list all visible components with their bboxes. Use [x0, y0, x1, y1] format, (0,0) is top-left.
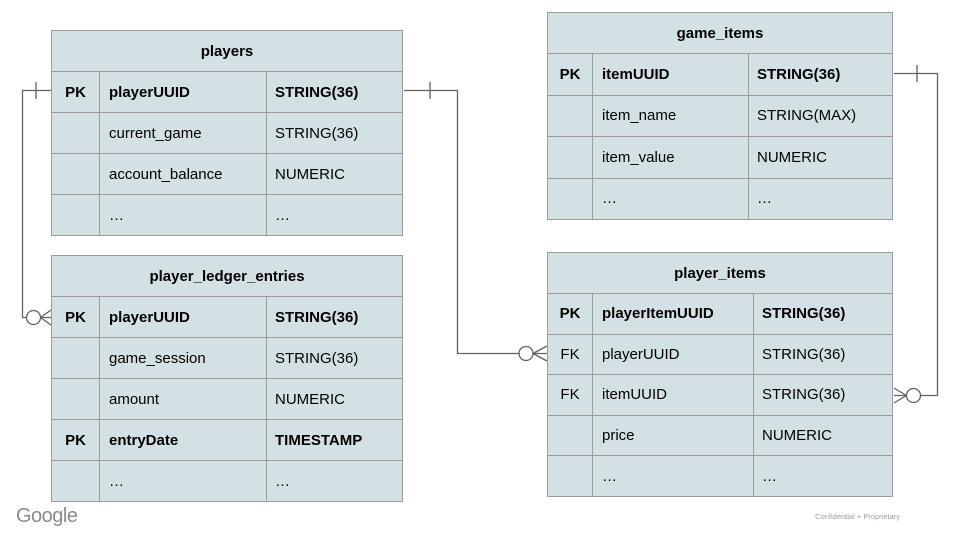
crow-foot-icon: [40, 309, 52, 326]
table-row: FK itemUUID STRING(36): [548, 375, 892, 416]
table-row: … …: [548, 456, 892, 496]
key-cell: PK: [548, 54, 593, 95]
column-name-cell: itemUUID: [593, 54, 749, 95]
relationship-players-items: [404, 82, 548, 362]
column-name-cell: playerItemUUID: [593, 294, 754, 334]
crow-foot-icon: [532, 345, 548, 362]
table-row: PK entryDate TIMESTAMP: [52, 420, 402, 461]
table-row: PK itemUUID STRING(36): [548, 54, 892, 96]
key-cell: FK: [548, 375, 593, 415]
relationship-line: [21, 89, 51, 319]
column-type-cell: STRING(MAX): [757, 107, 857, 125]
table-game-items: game_items PK itemUUID STRING(36) item_n…: [547, 12, 893, 220]
column-name-cell: price: [593, 415, 754, 456]
key-cell: [548, 456, 593, 496]
column-name-cell: game_session: [100, 338, 267, 378]
key-cell: [548, 178, 593, 219]
column-type-cell: …: [762, 467, 777, 485]
cardinality-zero-circle: [25, 309, 42, 326]
key-cell: [52, 154, 100, 194]
table-row: … …: [548, 178, 892, 219]
table-row: FK playerUUID STRING(36): [548, 334, 892, 376]
cardinality-zero-circle: [905, 387, 922, 404]
column-name-cell: …: [100, 461, 267, 501]
column-type-cell: …: [757, 190, 772, 208]
column-name-cell: itemUUID: [593, 375, 754, 415]
table-title: game_items: [548, 13, 892, 54]
key-cell: [548, 415, 593, 456]
relationship-gameitems-items: [893, 65, 939, 404]
column-type-cell: TIMESTAMP: [275, 431, 363, 449]
column-type-cell: STRING(36): [757, 65, 841, 83]
column-type-cell: STRING(36): [762, 305, 846, 323]
column-type-cell: NUMERIC: [275, 165, 345, 183]
column-name-cell: playerUUID: [100, 297, 267, 337]
relationship-players-ledger: [21, 82, 52, 326]
column-name-cell: …: [593, 178, 749, 219]
table-row: current_game STRING(36): [52, 113, 402, 154]
table-row: item_value NUMERIC: [548, 137, 892, 179]
column-name-cell: amount: [100, 379, 267, 419]
table-row: amount NUMERIC: [52, 379, 402, 420]
table-player-items: player_items PK playerItemUUID STRING(36…: [547, 252, 893, 497]
column-type-cell: STRING(36): [275, 308, 359, 326]
column-type-cell: STRING(36): [275, 349, 359, 367]
table-row: … …: [52, 195, 402, 235]
column-type-cell: STRING(36): [275, 83, 359, 101]
confidential-label: Confidential + Proprietary: [815, 512, 900, 521]
key-cell: PK: [52, 420, 100, 460]
table-row: price NUMERIC: [548, 415, 892, 457]
table-player-ledger-entries: player_ledger_entries PK playerUUID STRI…: [51, 255, 403, 502]
crow-foot-icon: [893, 387, 907, 404]
table-title: players: [52, 31, 402, 72]
column-type-cell: STRING(36): [275, 124, 359, 142]
column-type-cell: NUMERIC: [275, 390, 345, 408]
column-type-cell: NUMERIC: [762, 427, 832, 445]
column-name-cell: …: [593, 456, 754, 496]
table-title: player_items: [548, 253, 892, 294]
table-row: PK playerUUID STRING(36): [52, 297, 402, 338]
column-type-cell: STRING(36): [762, 386, 846, 404]
key-cell: PK: [52, 297, 100, 337]
table-players: players PK playerUUID STRING(36) current…: [51, 30, 403, 236]
key-cell: [548, 95, 593, 136]
key-cell: PK: [52, 72, 100, 112]
key-cell: [52, 195, 100, 235]
table-row: … …: [52, 461, 402, 501]
key-cell: [52, 461, 100, 501]
table-row: PK playerItemUUID STRING(36): [548, 294, 892, 335]
relationship-line: [894, 72, 939, 397]
column-name-cell: playerUUID: [593, 334, 754, 375]
column-name-cell: playerUUID: [100, 72, 267, 112]
column-name-cell: item_value: [593, 137, 749, 178]
key-cell: [52, 113, 100, 153]
table-row: game_session STRING(36): [52, 338, 402, 379]
column-name-cell: item_name: [593, 95, 749, 136]
column-type-cell: NUMERIC: [757, 148, 827, 166]
key-cell: [52, 338, 100, 378]
column-name-cell: account_balance: [100, 154, 267, 194]
table-row: PK playerUUID STRING(36): [52, 72, 402, 113]
column-name-cell: …: [100, 195, 267, 235]
key-cell: PK: [548, 294, 593, 334]
column-type-cell: …: [275, 472, 290, 490]
column-type-cell: …: [275, 206, 290, 224]
key-cell: FK: [548, 334, 593, 375]
column-type-cell: STRING(36): [762, 345, 846, 363]
table-title: player_ledger_entries: [52, 256, 402, 297]
cardinality-zero-circle: [518, 345, 534, 362]
column-name-cell: entryDate: [100, 420, 267, 460]
relationship-line: [404, 89, 547, 355]
google-logo: Google: [16, 505, 78, 527]
column-name-cell: current_game: [100, 113, 267, 153]
key-cell: [52, 379, 100, 419]
table-row: item_name STRING(MAX): [548, 95, 892, 137]
table-row: account_balance NUMERIC: [52, 154, 402, 195]
key-cell: [548, 137, 593, 178]
